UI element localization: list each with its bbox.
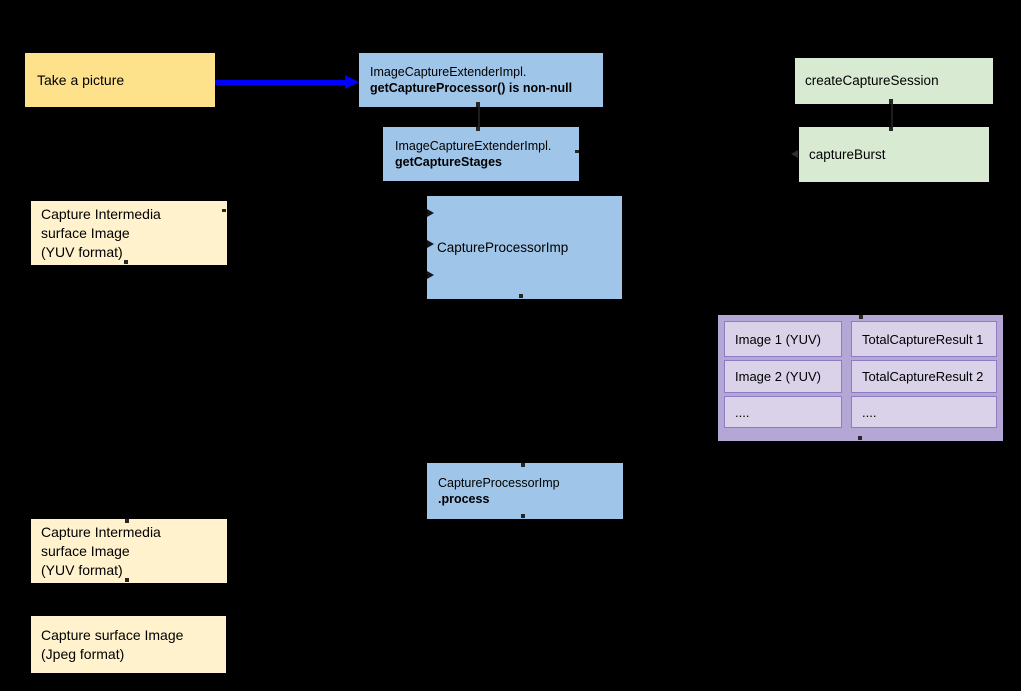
flow-arrow-head-icon xyxy=(345,75,359,89)
arrowhead-mark xyxy=(125,519,129,523)
connector-line xyxy=(891,104,893,127)
arrowhead-mark xyxy=(889,99,893,104)
node-label-line2: surface Image xyxy=(41,542,130,559)
arrowhead-mark xyxy=(427,240,434,248)
node-label-line2: (Jpeg format) xyxy=(41,645,125,662)
arrowhead-mark xyxy=(575,150,579,153)
node-label-line1: CaptureProcessorImp xyxy=(438,476,560,490)
node-label: CaptureProcessorImp xyxy=(437,239,569,255)
arrowhead-mark xyxy=(521,514,525,518)
arrowhead-mark xyxy=(427,271,434,279)
node-label-line3: (YUV format) xyxy=(41,561,123,578)
node-label-line1: Capture Intermedia xyxy=(41,523,161,540)
node-get-capture-processor: ImageCaptureExtenderImpl. getCaptureProc… xyxy=(359,53,603,107)
node-label: createCaptureSession xyxy=(805,73,939,88)
node-label: captureBurst xyxy=(809,146,886,162)
arrowhead-mark xyxy=(124,260,128,264)
table-cell-image-more: .... xyxy=(724,396,842,428)
cell-label: .... xyxy=(735,404,750,420)
cell-label: TotalCaptureResult 2 xyxy=(862,369,984,384)
node-label-line3: (YUV format) xyxy=(41,243,123,260)
node-label-line1: ImageCaptureExtenderImpl. xyxy=(370,65,527,79)
arrowhead-mark xyxy=(427,209,434,217)
node-take-a-picture: Take a picture xyxy=(25,53,215,107)
arrowhead-mark xyxy=(858,436,862,440)
connector-line xyxy=(478,107,480,127)
node-label: Take a picture xyxy=(37,72,125,88)
flow-arrow-line xyxy=(215,80,347,85)
arrowhead-mark xyxy=(476,127,480,131)
node-capture-intermedia-surface-bottom: Capture Intermedia surface Image (YUV fo… xyxy=(31,519,227,583)
table-cell-result-2: TotalCaptureResult 2 xyxy=(851,360,997,393)
arrowhead-mark xyxy=(521,463,525,467)
arrowhead-mark xyxy=(222,209,226,212)
arrowhead-mark xyxy=(791,150,798,158)
node-capture-processor-process: CaptureProcessorImp .process xyxy=(427,463,623,519)
arrowhead-mark xyxy=(859,315,863,319)
node-capture-surface-jpeg: Capture surface Image (Jpeg format) xyxy=(31,616,226,673)
node-label-line2: .process xyxy=(438,492,490,506)
node-label-line1: Capture surface Image xyxy=(41,626,184,643)
table-cell-result-1: TotalCaptureResult 1 xyxy=(851,321,997,357)
node-get-capture-stages: ImageCaptureExtenderImpl. getCaptureStag… xyxy=(383,127,579,181)
arrowhead-mark xyxy=(476,102,480,107)
node-label-line1: Capture Intermedia xyxy=(41,205,161,222)
node-capture-processor-imp: CaptureProcessorImp xyxy=(427,196,622,299)
node-label-line1: ImageCaptureExtenderImpl. xyxy=(395,139,552,153)
arrowhead-mark xyxy=(125,578,129,582)
node-label-line2: getCaptureStages xyxy=(395,155,502,169)
node-capture-burst: captureBurst xyxy=(799,127,989,182)
table-cell-image-1: Image 1 (YUV) xyxy=(724,321,842,357)
cell-label: TotalCaptureResult 1 xyxy=(862,331,984,347)
cell-label: .... xyxy=(862,404,877,420)
table-cell-image-2: Image 2 (YUV) xyxy=(724,360,842,393)
node-create-capture-session: createCaptureSession xyxy=(795,58,993,104)
cell-label: Image 2 (YUV) xyxy=(735,369,821,384)
burst-results-table: Image 1 (YUV) TotalCaptureResult 1 Image… xyxy=(718,315,1003,441)
cell-label: Image 1 (YUV) xyxy=(735,331,821,347)
table-cell-result-more: .... xyxy=(851,396,997,428)
arrowhead-mark xyxy=(519,294,523,298)
arrowhead-mark xyxy=(889,127,893,131)
node-label-line2: getCaptureProcessor() is non-null xyxy=(370,81,573,95)
node-label-line2: surface Image xyxy=(41,224,130,241)
node-capture-intermedia-surface-top: Capture Intermedia surface Image (YUV fo… xyxy=(31,201,227,265)
